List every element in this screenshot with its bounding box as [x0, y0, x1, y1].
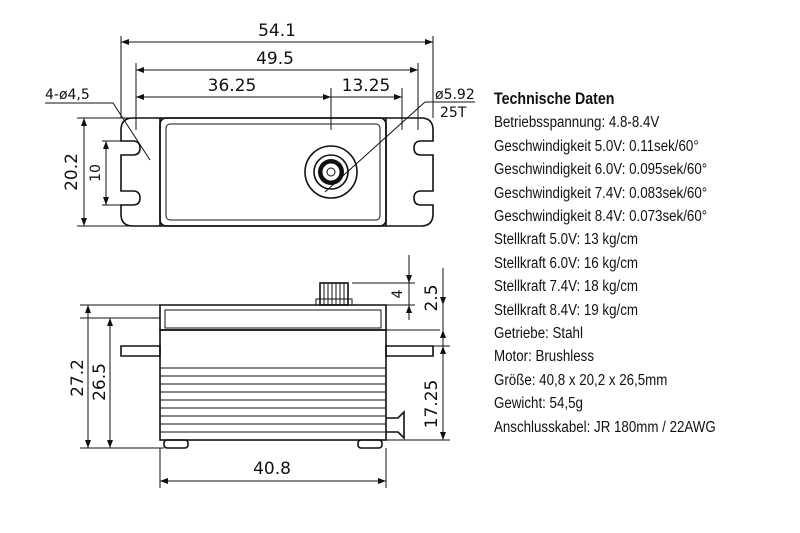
- spec-torque-8v4: Stellkraft 8.4V: 19 kg/cm: [494, 301, 638, 319]
- dim-shaft-offset-right: 13.25: [342, 76, 391, 96]
- spec-torque-5v: Stellkraft 5.0V: 13 kg/cm: [494, 231, 638, 249]
- side-view: 27.2 26.5 4 2.5 17.25 40.8: [68, 255, 450, 488]
- dim-overall-length: 54.1: [258, 21, 296, 41]
- spec-voltage: Betriebsspannung: 4.8-8.4V: [494, 114, 660, 132]
- spec-size: Größe: 40,8 x 20,2 x 26,5mm: [494, 371, 668, 389]
- dim-case-height: 26.5: [90, 363, 110, 401]
- case-top: [159, 117, 387, 227]
- spec-torque-6v: Stellkraft 6.0V: 16 kg/cm: [494, 254, 638, 272]
- dim-hole-spacing: 49.5: [256, 49, 294, 69]
- dim-slot-width: 10: [88, 164, 104, 182]
- case-side: [159, 329, 387, 441]
- spec-speed-7v4: Geschwindigkeit 7.4V: 0.083sek/60°: [494, 184, 708, 202]
- dim-shaft-height: 2.5: [422, 284, 442, 311]
- dim-flange-height: 17.25: [422, 380, 442, 429]
- dim-shaft-offset-left: 36.25: [208, 76, 257, 96]
- spec-speed-8v4: Geschwindigkeit 8.4V: 0.073sek/60°: [494, 208, 708, 226]
- top-view: 54.1 49.5 36.25 13.25 4-ø4,5 ø5.92 25T: [45, 21, 475, 227]
- spec-cable: Anschlusskabel: JR 180mm / 22AWG: [494, 418, 716, 436]
- dim-spline-teeth: 25T: [440, 105, 467, 121]
- technical-specs: Technische Daten Betriebsspannung: 4.8-8…: [494, 88, 752, 439]
- spec-torque-7v4: Stellkraft 7.4V: 18 kg/cm: [494, 278, 638, 296]
- output-spline: [304, 145, 358, 199]
- dim-holes: 4-ø4,5: [45, 87, 90, 103]
- spec-motor: Motor: Brushless: [494, 348, 595, 366]
- dim-spline-height: 4: [390, 289, 406, 298]
- dim-total-height: 27.2: [68, 359, 88, 397]
- specs-title: Technische Daten: [494, 90, 615, 108]
- dim-spline-diameter: ø5.92: [435, 87, 475, 103]
- dim-width: 20.2: [62, 153, 82, 191]
- spec-speed-6v: Geschwindigkeit 6.0V: 0.095sek/60°: [494, 161, 708, 179]
- cable-connector: [386, 410, 405, 440]
- spec-speed-5v: Geschwindigkeit 5.0V: 0.11sek/60°: [494, 137, 699, 155]
- spec-weight: Gewicht: 54,5g: [494, 395, 583, 413]
- dim-case-length: 40.8: [253, 459, 291, 479]
- spec-gears: Getriebe: Stahl: [494, 325, 583, 343]
